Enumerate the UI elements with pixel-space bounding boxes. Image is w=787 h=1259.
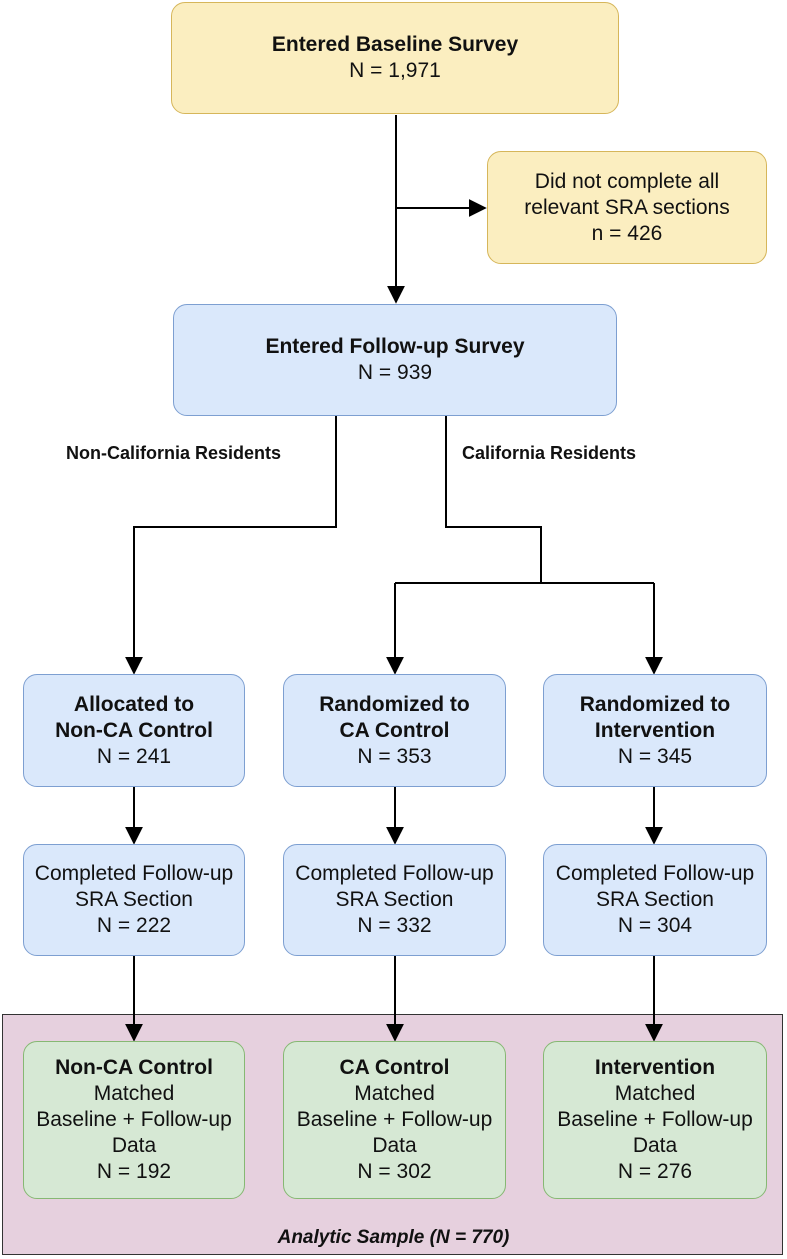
excluded-line2: relevant SRA sections bbox=[524, 195, 730, 219]
matched-count: N = 302 bbox=[357, 1160, 432, 1183]
allocation-line1: Allocated to bbox=[73, 692, 195, 716]
matched-count: N = 276 bbox=[617, 1160, 693, 1183]
matched-title: Non-CA Control bbox=[55, 1056, 213, 1079]
completed-line2: SRA Section bbox=[596, 888, 714, 911]
baseline-survey-box: Entered Baseline Survey N = 1,971 bbox=[171, 2, 619, 114]
excluded-count: n = 426 bbox=[591, 221, 663, 245]
matched-line2: Baseline + Follow-up bbox=[296, 1108, 493, 1131]
baseline-title: Entered Baseline Survey bbox=[271, 33, 519, 56]
completed-count: N = 304 bbox=[617, 914, 693, 937]
allocation-line1: Randomized to bbox=[319, 692, 470, 716]
allocation-count: N = 353 bbox=[357, 744, 432, 768]
excluded-line1: Did not complete all bbox=[534, 169, 720, 193]
matched-box-intervention: Intervention Matched Baseline + Follow-u… bbox=[543, 1041, 767, 1199]
connector-ca-branch bbox=[445, 416, 542, 583]
allocation-box-non-ca-control: Allocated to Non-CA Control N = 241 bbox=[23, 674, 245, 787]
matched-title: CA Control bbox=[339, 1056, 450, 1079]
matched-line1: Matched bbox=[354, 1082, 435, 1105]
matched-line2: Baseline + Follow-up bbox=[36, 1108, 232, 1131]
branch-label-ca: California Residents bbox=[462, 443, 637, 463]
allocation-box-ca-control: Randomized to CA Control N = 353 bbox=[283, 674, 506, 787]
allocation-line2: CA Control bbox=[339, 718, 450, 742]
matched-line3: Data bbox=[372, 1134, 417, 1157]
allocation-line2: Intervention bbox=[594, 718, 716, 742]
matched-count: N = 192 bbox=[96, 1160, 172, 1183]
allocation-line2: Non-CA Control bbox=[55, 718, 213, 742]
completed-count: N = 222 bbox=[96, 914, 172, 937]
completed-line1: Completed Follow-up bbox=[555, 862, 755, 885]
matched-line2: Baseline + Follow-up bbox=[557, 1108, 753, 1131]
baseline-count: N = 1,971 bbox=[349, 59, 441, 82]
allocation-count: N = 345 bbox=[617, 744, 693, 768]
followup-survey-box: Entered Follow-up Survey N = 939 bbox=[173, 304, 617, 416]
allocation-count: N = 241 bbox=[96, 744, 172, 768]
completed-line1: Completed Follow-up bbox=[295, 862, 494, 885]
matched-line3: Data bbox=[111, 1134, 157, 1157]
arrow-to-non-ca-control bbox=[125, 416, 337, 675]
completed-count: N = 332 bbox=[357, 914, 432, 937]
analytic-sample-label: Analytic Sample (N = 770) bbox=[277, 1227, 510, 1248]
matched-title: Intervention bbox=[594, 1056, 716, 1079]
matched-box-ca-control: CA Control Matched Baseline + Follow-up … bbox=[283, 1041, 506, 1199]
branch-label-non-ca: Non-California Residents bbox=[66, 443, 282, 463]
allocation-box-intervention: Randomized to Intervention N = 345 bbox=[543, 674, 767, 787]
allocation-line1: Randomized to bbox=[579, 692, 731, 716]
completed-line2: SRA Section bbox=[75, 888, 193, 911]
completed-box-intervention: Completed Follow-up SRA Section N = 304 bbox=[543, 844, 767, 956]
excluded-box: Did not complete all relevant SRA sectio… bbox=[487, 151, 767, 264]
matched-box-non-ca-control: Non-CA Control Matched Baseline + Follow… bbox=[23, 1041, 245, 1199]
completed-box-ca-control: Completed Follow-up SRA Section N = 332 bbox=[283, 844, 506, 956]
followup-count: N = 939 bbox=[357, 361, 433, 384]
matched-line1: Matched bbox=[93, 1082, 175, 1105]
arrow-to-ca-control bbox=[395, 582, 654, 673]
completed-box-non-ca-control: Completed Follow-up SRA Section N = 222 bbox=[23, 844, 245, 956]
completed-line1: Completed Follow-up bbox=[34, 862, 234, 885]
matched-line3: Data bbox=[632, 1134, 678, 1157]
completed-line2: SRA Section bbox=[335, 888, 454, 911]
matched-line1: Matched bbox=[614, 1082, 696, 1105]
followup-title: Entered Follow-up Survey bbox=[265, 335, 525, 358]
